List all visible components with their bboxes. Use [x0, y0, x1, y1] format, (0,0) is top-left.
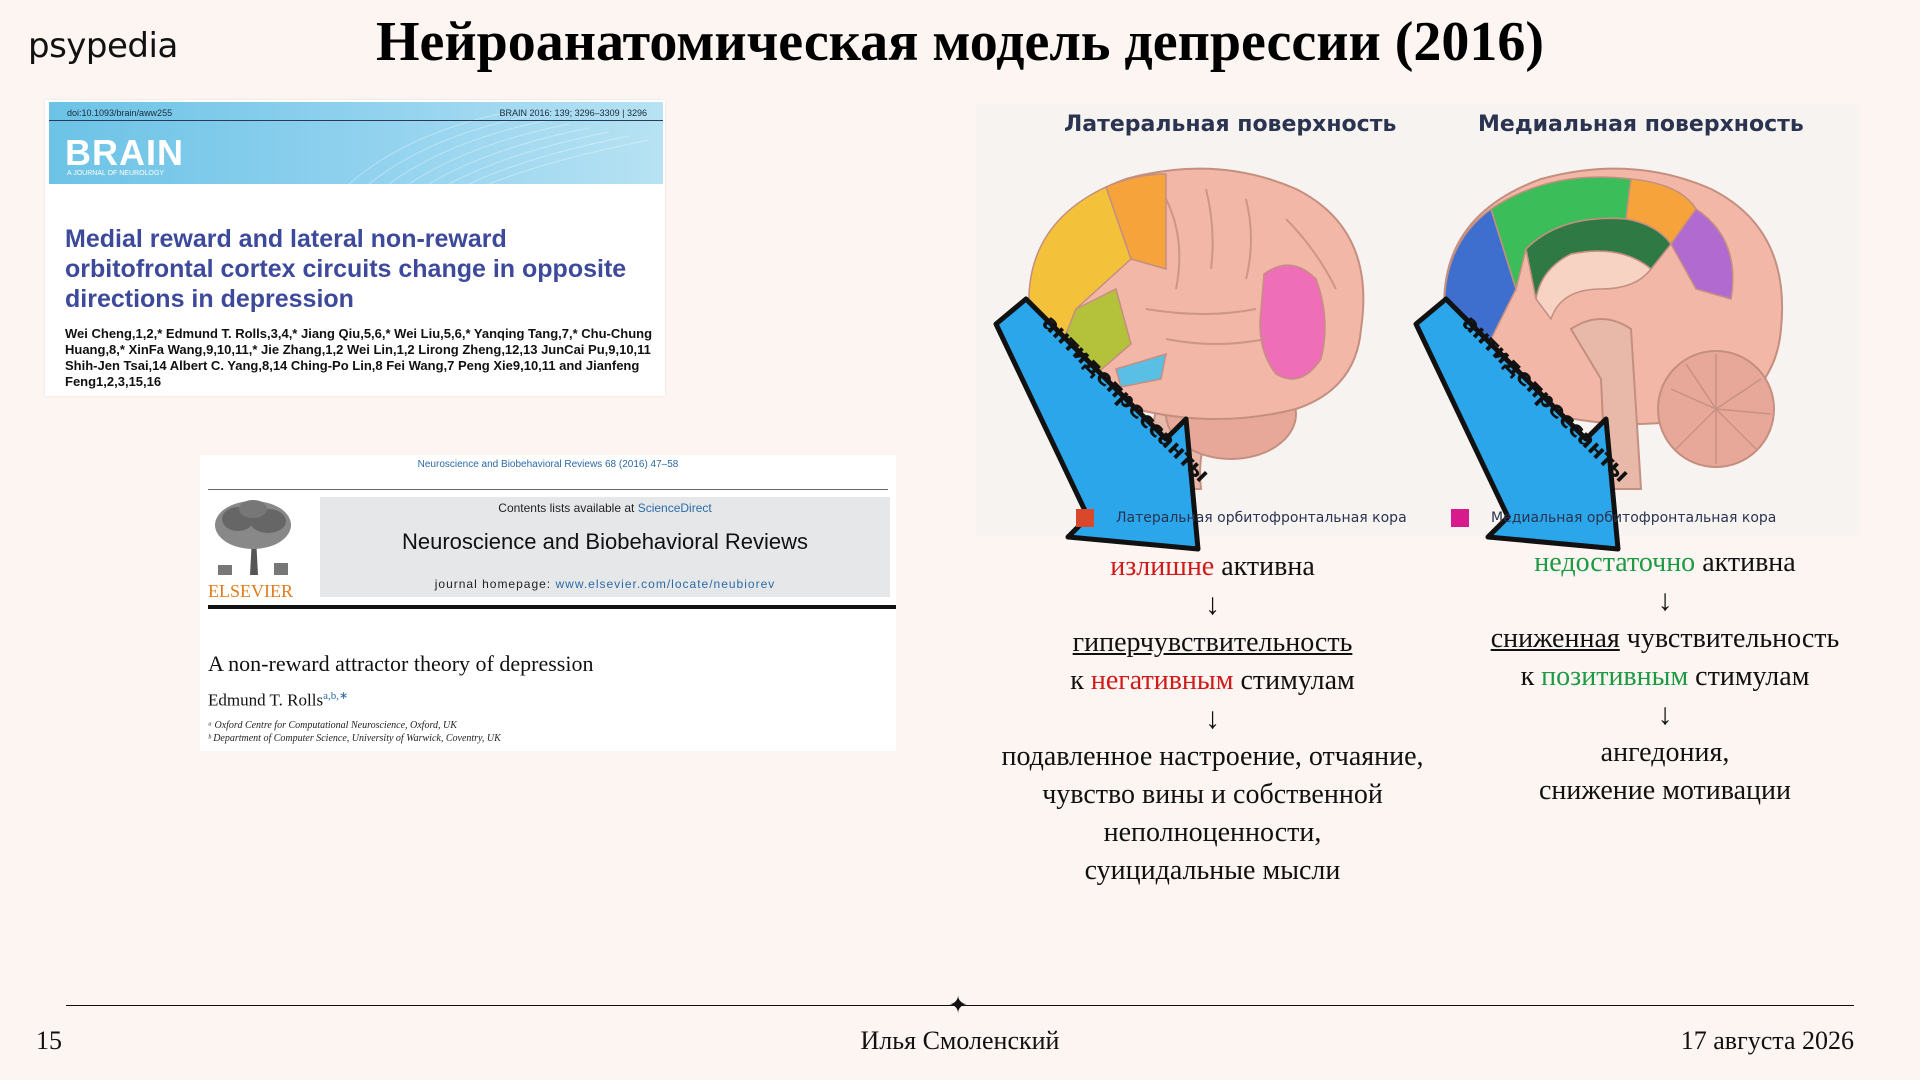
lateral-surface-label: Латеральная поверхность [1064, 112, 1397, 137]
footer-date: 17 августа 2026 [1680, 1026, 1854, 1055]
lateral-activity-line: излишне активна [1110, 551, 1315, 582]
medial-activity-line: недостаточно активна [1534, 547, 1796, 578]
contents-line: Contents lists available at ScienceDirec… [498, 501, 712, 515]
footer-divider [66, 1005, 1854, 1006]
medial-brain-illustration [1443, 167, 1784, 490]
legend-medial: Медиальная орбитофронтальная кора [1451, 509, 1776, 527]
footer-author: Илья Смоленский [860, 1026, 1060, 1055]
article-doi: doi:10.1093/brain/aww255 [67, 108, 173, 118]
brain-article-clipping: doi:10.1093/brain/aww255 BRAIN 2016: 139… [45, 100, 665, 396]
legend-swatch-lateral [1076, 509, 1094, 527]
medial-surface-label: Медиальная поверхность [1478, 112, 1804, 137]
affiliation-b: ᵇ Department of Computer Science, Univer… [208, 733, 501, 744]
elsevier-brand: ELSEVIER [208, 581, 293, 601]
page-number: 15 [36, 1026, 62, 1055]
lateral-effects-column: излишне активна ↓ гиперчувствительность … [940, 548, 1485, 890]
sciencedirect-link[interactable]: ScienceDirect [637, 501, 712, 515]
symptom-line: подавленное настроение, отчаяние, [1001, 741, 1424, 772]
psypedia-logo: psypedia [28, 26, 178, 66]
article-authors: Wei Cheng,1,2,* Edmund T. Rolls,3,4,* Ji… [65, 326, 653, 389]
antidepressant-arrow-left: антидепрессанты [993, 296, 1214, 552]
symptom-line: снижение мотивации [1539, 775, 1791, 806]
brain-journal-header: doi:10.1093/brain/aww255 BRAIN 2016: 139… [49, 102, 663, 184]
reduced-sensitivity-line: сниженная чувствительность [1490, 623, 1840, 654]
symptom-line: чувство вины и собственной [1042, 779, 1383, 810]
journal-banner: Contents lists available at ScienceDirec… [320, 497, 890, 597]
article-title: Medial reward and lateral non-reward orb… [65, 225, 627, 313]
header-divider [49, 120, 663, 121]
journal-name: Neuroscience and Biobehavioral Reviews [401, 529, 808, 554]
divider [208, 489, 888, 490]
brain-figure: Латеральная поверхность Медиальная повер… [976, 104, 1860, 552]
elsevier-article-clipping: Neuroscience and Biobehavioral Reviews 6… [200, 455, 896, 751]
down-arrow-icon: ↓ [1205, 588, 1220, 621]
journal-name: BRAIN [65, 132, 184, 173]
journal-homepage: journal homepage: www.elsevier.com/locat… [434, 577, 776, 591]
symptom-line: неполноценности, [1103, 817, 1322, 848]
symptom-line: суицидальные мысли [1084, 855, 1341, 886]
thick-divider [208, 605, 896, 609]
journal-homepage-link[interactable]: www.elsevier.com/locate/neubiorev [555, 577, 776, 591]
affiliation-a: ᵃ Oxford Centre for Computational Neuros… [208, 720, 457, 731]
article-title: A non-reward attractor theory of depress… [208, 651, 594, 676]
positive-stimuli-line: к позитивным стимулам [1520, 661, 1810, 692]
journal-reference: Neuroscience and Biobehavioral Reviews 6… [417, 459, 679, 470]
symptom-line: ангедония, [1600, 737, 1730, 768]
sparkle-icon: ✦ [948, 991, 969, 1019]
down-arrow-icon: ↓ [1657, 698, 1673, 731]
antidepressant-arrow-right: антидепрессанты [1413, 296, 1634, 552]
elsevier-tree-icon [208, 497, 298, 577]
down-arrow-icon: ↓ [1657, 584, 1673, 617]
journal-volume: BRAIN 2016: 139; 3296–3309 | 3296 [499, 108, 647, 118]
journal-subtitle: A JOURNAL OF NEUROLOGY [67, 170, 164, 177]
negative-stimuli-line: к негативным стимулам [1070, 665, 1355, 696]
legend-lateral: Латеральная орбитофронтальная кора [1076, 509, 1407, 527]
article-author: Edmund T. Rollsa,b,∗ [208, 690, 349, 710]
medial-effects-column: недостаточно активна ↓ сниженная чувстви… [1440, 544, 1890, 810]
legend-swatch-medial [1451, 509, 1469, 527]
hypersensitivity-line: гиперчувствительность [1072, 627, 1353, 658]
slide-title: Нейроанатомическая модель депрессии (201… [375, 11, 1545, 73]
header-feather-pattern [348, 111, 650, 184]
down-arrow-icon: ↓ [1205, 702, 1220, 735]
